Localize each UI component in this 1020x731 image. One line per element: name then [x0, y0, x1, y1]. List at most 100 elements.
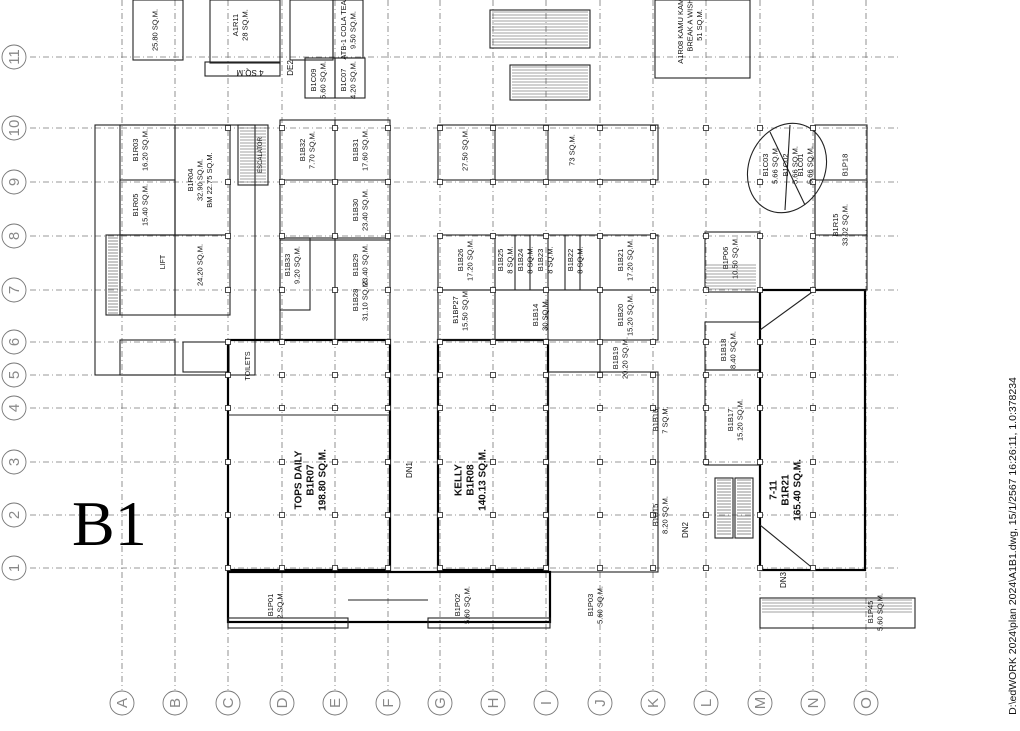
- column-marker: [279, 179, 285, 185]
- svg-text:K: K: [645, 698, 662, 708]
- unit-label-line: 16.20 SQ.M.: [140, 129, 149, 171]
- column-marker: [225, 372, 231, 378]
- grid-bubble-col-e: E: [322, 690, 348, 716]
- unit-label-line: B1C02: [781, 154, 790, 177]
- file-path: D:\edWORK 2024\plan 2024\A1B1.dwg, 15/1/…: [1007, 377, 1019, 715]
- unit-label-line: 7-11: [768, 480, 779, 500]
- unit-label-line: B1B32: [298, 139, 307, 162]
- column-marker: [703, 287, 709, 293]
- grid-bubble-col-j: J: [587, 690, 613, 716]
- column-marker: [543, 287, 549, 293]
- unit-label-line: B1P18: [841, 154, 850, 177]
- column-marker: [225, 405, 231, 411]
- unit-label-line: 32.90 SQ.M.: [196, 159, 205, 201]
- column-marker: [332, 125, 338, 131]
- unit-label-line: 27.50 SQ.M.: [461, 129, 470, 171]
- grid-bubble-col-k: K: [640, 690, 666, 716]
- unit-label-line: 140.13 SQ.M.: [477, 449, 488, 511]
- column-marker: [597, 512, 603, 518]
- grid-bubble-col-c: C: [215, 690, 241, 716]
- column-marker: [437, 125, 443, 131]
- unit-label-line: 17.60 SQ.M.: [360, 129, 369, 171]
- column-marker: [703, 233, 709, 239]
- column-marker: [597, 339, 603, 345]
- svg-text:C: C: [220, 697, 237, 708]
- column-marker: [543, 459, 549, 465]
- column-marker: [332, 287, 338, 293]
- column-marker: [543, 372, 549, 378]
- column-marker: [757, 339, 763, 345]
- column-marker: [490, 287, 496, 293]
- column-marker: [437, 339, 443, 345]
- grid-bubble-row-1: 1: [1, 555, 27, 581]
- unit-label-line: B1R07: [305, 464, 316, 496]
- unit-label-line: B1B31: [351, 139, 360, 162]
- grid-bubble-row-4: 4: [1, 395, 27, 421]
- column-marker: [279, 512, 285, 518]
- unit-label-line: B1P06: [721, 247, 730, 270]
- unit-label-line: 5.60 SQ.M.: [318, 61, 327, 99]
- unit-label-line: 17.20 SQ.M.: [625, 239, 634, 281]
- unit-label-line: B1B26: [456, 249, 465, 272]
- unit-label-line: 33.02 SQ.M.: [840, 204, 849, 246]
- column-marker: [385, 287, 391, 293]
- unit-label-line: 10.50 SQ.M.: [730, 237, 739, 279]
- unit-label-line: 9.20 SQ.M.: [292, 246, 301, 284]
- column-marker: [332, 233, 338, 239]
- column-marker: [650, 125, 656, 131]
- column-marker: [810, 233, 816, 239]
- svg-text:8: 8: [6, 232, 23, 240]
- svg-text:O: O: [858, 697, 875, 709]
- column-marker: [703, 179, 709, 185]
- column-marker: [650, 459, 656, 465]
- unit-label-line: 15.20 SQ.M.: [735, 399, 744, 441]
- column-marker: [437, 459, 443, 465]
- column-marker: [703, 339, 709, 345]
- column-marker: [437, 512, 443, 518]
- column-marker: [437, 233, 443, 239]
- column-marker: [385, 459, 391, 465]
- unit-label-line: B1B25: [496, 249, 505, 272]
- column-marker: [385, 339, 391, 345]
- column-marker: [543, 565, 549, 571]
- column-marker: [385, 233, 391, 239]
- unit-label-line: 73 SQ.M.: [568, 134, 577, 166]
- column-marker: [279, 372, 285, 378]
- grid-bubble-col-l: L: [693, 690, 719, 716]
- column-marker: [703, 565, 709, 571]
- unit-label-line: B1B15: [651, 504, 660, 527]
- misc-labels: DN1 DN2 DN3 DE2 4 SQ.M LIFT TOILETS ESCA…: [160, 60, 788, 588]
- toilets-label: TOILETS: [245, 351, 252, 380]
- unit-label-line: B1B14: [531, 304, 540, 327]
- column-marker: [385, 372, 391, 378]
- unit-label-line: A1R11: [231, 14, 240, 36]
- column-marker: [597, 459, 603, 465]
- column-marker: [757, 565, 763, 571]
- structural-columns: [225, 125, 816, 571]
- svg-text:4: 4: [6, 404, 23, 412]
- column-marker: [543, 512, 549, 518]
- column-marker: [543, 405, 549, 411]
- unit-label-line: 4.20 SQ.M.: [348, 61, 357, 99]
- svg-text:3: 3: [6, 458, 23, 466]
- column-marker: [385, 179, 391, 185]
- svg-text:J: J: [592, 699, 609, 707]
- unit-label-line: B1P01: [266, 594, 275, 617]
- column-marker: [543, 179, 549, 185]
- column-marker: [597, 179, 603, 185]
- column-marker: [543, 125, 549, 131]
